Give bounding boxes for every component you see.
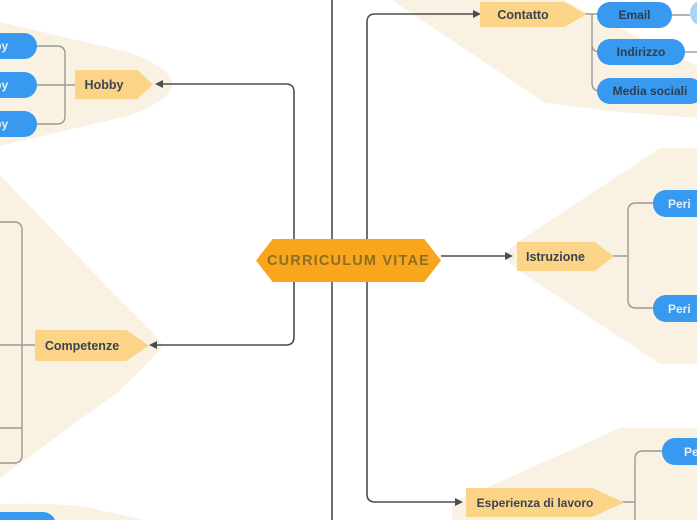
child-node-email[interactable]: Email (597, 2, 672, 28)
connector-contatto (366, 13, 473, 256)
central-node-curriculum-vitae[interactable]: CURRICULUM VITAE (256, 239, 441, 282)
child-node-indirizzo[interactable]: Indirizzo (597, 39, 685, 65)
child-node-partial-bottom-left[interactable] (0, 512, 56, 520)
connector-esperienza-children (622, 450, 662, 520)
child-connectors (0, 13, 697, 520)
fan-competenze (0, 175, 162, 478)
child-node-media-sociali[interactable]: Media sociali (597, 78, 697, 104)
arrowhead-esperienza (455, 498, 463, 506)
branch-node-competenze[interactable]: Competenze (35, 330, 149, 361)
branch-node-istruzione[interactable]: Istruzione (517, 242, 614, 271)
branch-node-hobby[interactable]: Hobby (75, 70, 153, 99)
arrowhead-contatto (473, 10, 481, 18)
child-node-periodo-2[interactable]: Peri (653, 295, 697, 322)
connector-esperienza (366, 256, 455, 503)
arrowhead-competenze (149, 341, 157, 349)
connector-competenze-children (0, 221, 35, 464)
arrowheads (149, 10, 513, 506)
child-node-hobby-3[interactable]: Hobby (0, 111, 37, 137)
child-node-hobby-2[interactable]: Hobby (0, 72, 37, 98)
child-node-periodo-1[interactable]: Peri (653, 190, 697, 217)
connector-hobby-competenze (157, 83, 295, 346)
connector-hobby-children (37, 45, 75, 125)
arrowhead-istruzione (505, 252, 513, 260)
child-node-partial-top-right[interactable] (690, 0, 697, 26)
branch-node-contatto[interactable]: Contatto (480, 2, 586, 27)
child-node-periodo-3[interactable]: Pe (662, 438, 697, 465)
branch-node-esperienza-di-lavoro[interactable]: Esperienza di lavoro (466, 488, 624, 517)
child-node-hobby-1[interactable]: Hobby (0, 33, 37, 59)
connector-istruzione-children (613, 202, 653, 309)
arrowhead-hobby (155, 80, 163, 88)
